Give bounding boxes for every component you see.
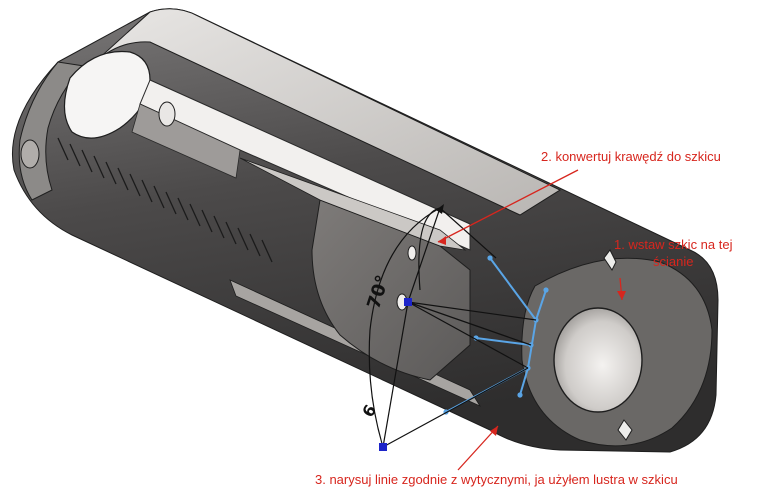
- sketch-lines: [382, 301, 537, 448]
- front-notch-lower: [617, 419, 633, 441]
- side-hole-2: [20, 139, 40, 169]
- side-hole-1: [158, 101, 176, 127]
- lug-face: [311, 199, 471, 381]
- length-dimension-label[interactable]: 6: [358, 401, 380, 420]
- annotation-step-3: 3. narysuj linie zgodnie z wytycznymi, j…: [315, 471, 678, 488]
- leader-arrow-1: [617, 291, 626, 300]
- annotation-step-1-line-1: 1. wstaw szkic na tej: [614, 237, 733, 252]
- annotation-step-1: 1. wstaw szkic na tej ścianie: [614, 236, 733, 270]
- angle-arrow: [436, 204, 444, 214]
- annotation-step-2: 2. konwertuj krawędź do szkicu: [541, 148, 721, 165]
- serrations: [57, 137, 273, 263]
- leader-arrow-2: [438, 236, 446, 245]
- annotation-step-2-text: 2. konwertuj krawędź do szkicu: [541, 149, 721, 164]
- lug-top-edge: [239, 157, 467, 251]
- lug-hole-upper: [407, 245, 417, 261]
- bore-hole: [553, 307, 643, 413]
- front-notch: [603, 249, 617, 271]
- annotation-step-1-line-2: ścianie: [653, 254, 694, 269]
- sketch-origin-point: [404, 298, 412, 306]
- angle-dimension: [368, 207, 497, 448]
- sketch-end-point: [379, 443, 387, 451]
- annotation-step-3-text: 3. narysuj linie zgodnie z wytycznymi, j…: [315, 472, 678, 487]
- leader-arrow-3: [490, 426, 498, 436]
- channel-wall: [131, 103, 241, 179]
